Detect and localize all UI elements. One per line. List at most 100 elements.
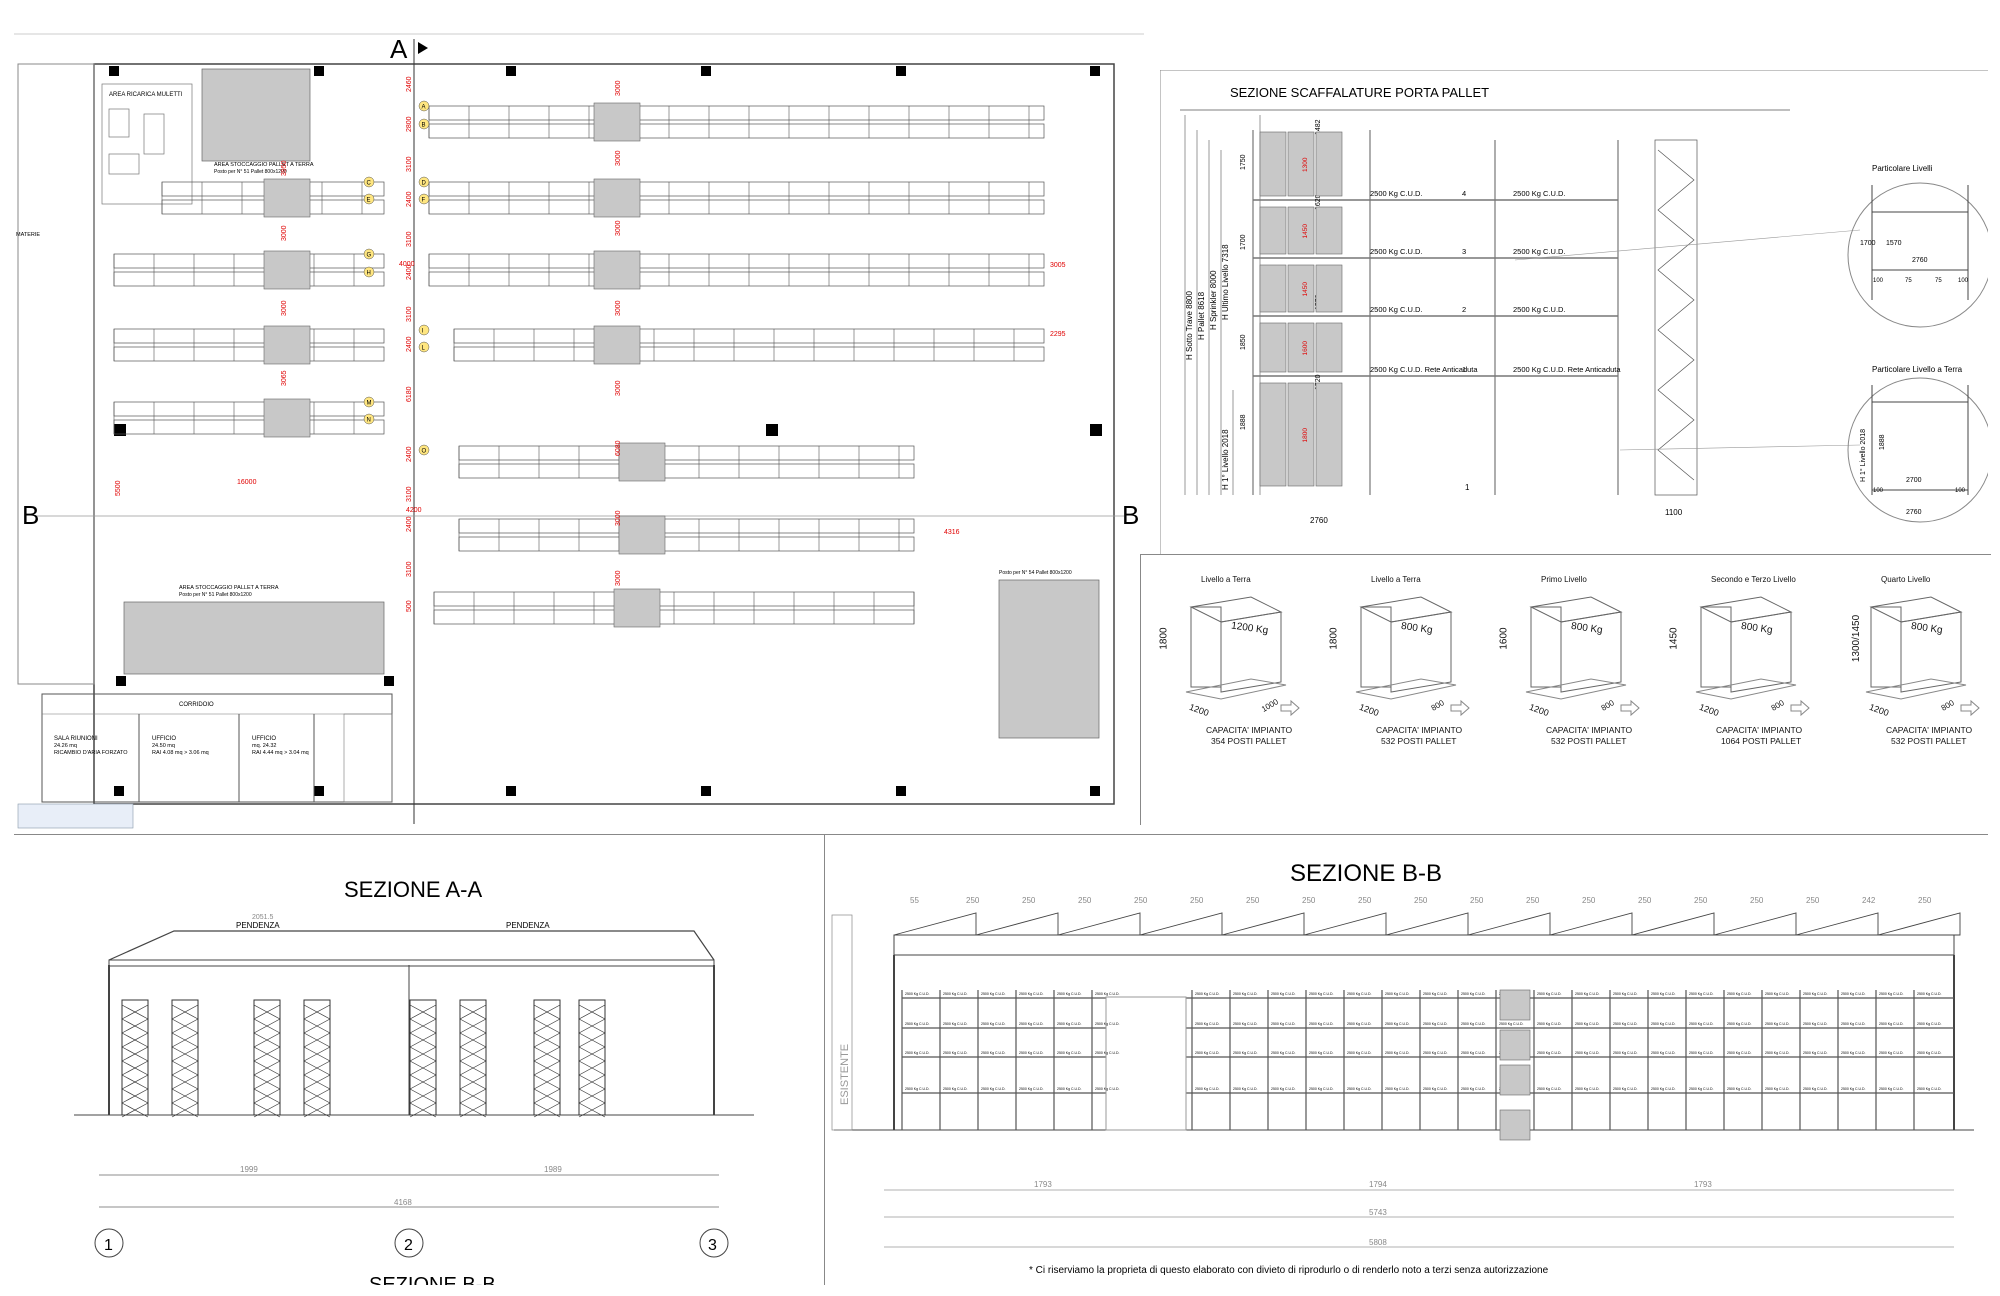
- aa-rack-brace: [578, 1032, 606, 1048]
- section-aa-racks: [121, 999, 606, 1118]
- aa-rack-frame: [533, 999, 561, 1116]
- bb-beam-load: 2500 Kg C.U.D.: [1537, 992, 1562, 996]
- aa-rack-brace: [171, 1074, 199, 1090]
- rack-pallet: [1259, 322, 1287, 373]
- beam-load-left: 2500 Kg C.U.D. Rete Anticaduta: [1370, 365, 1478, 374]
- floor-plan-panel: AREA RICARICA MULETTI AREA STOCCAGGIO PA…: [14, 14, 1144, 834]
- detail-ground-s2: 100: [1955, 488, 1966, 494]
- pallet-height-dim: 1450: [1302, 224, 1309, 239]
- pallet-height-dim: 1800: [1302, 428, 1309, 443]
- rack-pallet: [1315, 322, 1343, 373]
- aa-rack-frame: [171, 999, 199, 1116]
- plan-gap-dim: 6080: [615, 440, 622, 456]
- row-letter-marker: [363, 266, 375, 278]
- detail-h-first: H 1° Livello 2018: [1859, 429, 1867, 482]
- detail-s2: 75: [1905, 278, 1912, 284]
- bb-beam-load: 2500 Kg C.U.D.: [1019, 1022, 1044, 1026]
- plan-vertical-dim: 2400: [406, 446, 413, 462]
- rack-row: [113, 346, 385, 362]
- pallet-box-icon: [1865, 596, 1980, 717]
- room-1-name: SALA RIUNIONI: [54, 736, 98, 742]
- bb-beam-load: 2500 Kg C.U.D.: [981, 1087, 1006, 1091]
- rack-row: [458, 536, 915, 552]
- bb-roof-tooth: [1713, 912, 1797, 936]
- aa-rack-brace: [171, 1004, 199, 1020]
- rack-section-drawing: SEZIONE SCAFFALATURE PORTA PALLET H Sott…: [1160, 70, 1988, 554]
- bb-pallet: [1499, 1029, 1531, 1061]
- bb-beam-load: 2500 Kg C.U.D.: [1309, 992, 1334, 996]
- plan-dim-2295: 2295: [1050, 331, 1066, 338]
- bb-beam-load: 2500 Kg C.U.D.: [1461, 1087, 1486, 1091]
- bb-top-dim: 250: [1022, 896, 1036, 905]
- rack-row: [428, 105, 1045, 121]
- bb-beam-load: 2500 Kg C.U.D.: [1423, 1022, 1448, 1026]
- bb-beam-load: 2500 Kg C.U.D.: [1765, 1087, 1790, 1091]
- aa-rack-brace: [171, 1046, 199, 1062]
- aa-rack-brace: [303, 1060, 331, 1076]
- capacity-label: CAPACITA' IMPIANTO: [1886, 725, 1973, 735]
- bb-beam-load: 2500 Kg C.U.D.: [1095, 1051, 1120, 1055]
- bb-beam-load: 2500 Kg C.U.D.: [1879, 1051, 1904, 1055]
- capacity-item: Secondo e Terzo Livello 1450 800 Kg 1200…: [1669, 575, 1831, 815]
- side-depth-dim: 1100: [1665, 508, 1683, 517]
- bb-beam-load: 2500 Kg C.U.D.: [1271, 1087, 1296, 1091]
- aa-rack-brace: [171, 1032, 199, 1048]
- rack-pallet: [1287, 206, 1315, 255]
- bb-beam-load: 2500 Kg C.U.D.: [1803, 1022, 1828, 1026]
- aa-rack-brace: [121, 1088, 149, 1104]
- beam-load-right: 2500 Kg C.U.D.: [1513, 189, 1566, 198]
- bb-beam-load: 2500 Kg C.U.D.: [1385, 1051, 1410, 1055]
- aa-rack-brace: [253, 1032, 281, 1048]
- aa-rack-brace: [253, 1046, 281, 1062]
- bb-top-dim: 250: [1526, 896, 1540, 905]
- capacity-height: 1800: [1158, 627, 1170, 650]
- rack-row: [453, 346, 1045, 362]
- bb-beam-load: 2500 Kg C.U.D.: [943, 992, 968, 996]
- aa-rack-brace: [459, 1004, 487, 1020]
- aa-rack-brace: [121, 1046, 149, 1062]
- beam-load-left: 2500 Kg C.U.D.: [1370, 189, 1423, 198]
- plan-gap-dim: 3000: [615, 570, 622, 586]
- detail-ground-s1: 100: [1873, 488, 1884, 494]
- bb-beam-load: 2500 Kg C.U.D.: [905, 1087, 930, 1091]
- row-letter: O: [422, 449, 427, 455]
- bb-beam-load: 2500 Kg C.U.D.: [1057, 1051, 1082, 1055]
- aa-rack-brace: [303, 1004, 331, 1020]
- rack-tunnel-block: [263, 178, 311, 218]
- bb-top-dim: 250: [1134, 896, 1148, 905]
- detail-s1: 100: [1873, 278, 1884, 284]
- aa-rack-brace: [253, 1060, 281, 1076]
- capacity-items: Livello a Terra 1800 1200 Kg 1200 1000 C…: [1141, 555, 1991, 825]
- capacity-label: CAPACITA' IMPIANTO: [1376, 725, 1463, 735]
- ground-storage-right-sub: Posto per N° 54 Pallet 800x1200: [999, 570, 1072, 576]
- plan-gap-dim: 3000: [615, 150, 622, 166]
- rack-row: [113, 419, 385, 435]
- bb-beam-load: 2500 Kg C.U.D.: [1917, 1022, 1942, 1026]
- plan-left-dim: 3065: [281, 370, 288, 386]
- footnote: * Ci riserviamo la proprieta di questo e…: [1029, 1265, 1549, 1276]
- aa-rack-brace: [578, 1102, 606, 1118]
- aa-rack-brace: [459, 1060, 487, 1076]
- row-letter-marker: [418, 444, 430, 456]
- level-dim: 1888: [1240, 414, 1247, 430]
- aa-total: 4168: [394, 1198, 412, 1207]
- capacity-item: Livello a Terra 1800 1200 Kg 1200 1000 C…: [1158, 575, 1321, 815]
- room-3-extra: RAI 4.44 mq > 3.04 mq: [252, 750, 309, 756]
- bb-beam-load: 2500 Kg C.U.D.: [1347, 1087, 1372, 1091]
- row-letter-marker: [363, 413, 375, 425]
- pallet-box-icon: [1185, 596, 1300, 717]
- aa-rack-brace: [533, 1004, 561, 1020]
- row-letter-marker: [363, 248, 375, 260]
- rack-width-dim: 2760: [1310, 516, 1328, 525]
- plan-dim-4000: 4000: [399, 261, 415, 268]
- bb-overall: 5808: [1369, 1238, 1387, 1247]
- plan-dim-4316: 4316: [944, 529, 960, 536]
- aa-rack-brace: [459, 1088, 487, 1104]
- bb-top-dim: 242: [1862, 896, 1876, 905]
- bb-beam-load: 2500 Kg C.U.D.: [1575, 1022, 1600, 1026]
- plan-gap-dim: 3000: [615, 380, 622, 396]
- bb-dim-2: 1794: [1369, 1180, 1387, 1189]
- bb-top-dim: 250: [966, 896, 980, 905]
- bb-beam-load: 2500 Kg C.U.D.: [1841, 1051, 1866, 1055]
